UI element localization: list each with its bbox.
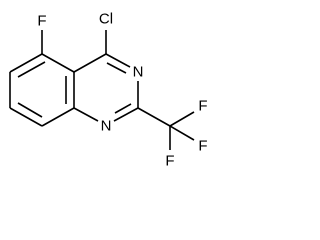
bond-c8-c8a [41, 107, 75, 127]
bond-c2-cf3 [137, 107, 171, 127]
bond-c2-n1-inner [114, 103, 132, 114]
bond-group [9, 30, 195, 150]
bond-c7-c8-inner [17, 102, 43, 118]
quinazoline-structure: F Cl N N F F F [9, 11, 208, 170]
atom-f-c: F [165, 153, 174, 170]
atom-f-a: F [198, 98, 207, 115]
atom-f-b: F [198, 138, 207, 155]
bond-c4a-c5 [41, 53, 75, 73]
bond-c2-n1 [113, 107, 139, 122]
atom-f-ring: F [37, 13, 46, 30]
bond-c5-c6 [9, 53, 43, 73]
bond-c7-c8 [9, 107, 43, 127]
atom-n1: N [101, 118, 112, 135]
bond-c4a-c4 [73, 53, 107, 73]
bond-cf3-fb [169, 125, 195, 141]
bond-n1-c8a [73, 107, 99, 122]
bond-c6-c6-inner [17, 61, 46, 78]
bond-c4-n3-inner [106, 62, 127, 74]
bond-c4-n3 [105, 53, 131, 68]
atom-cl: Cl [99, 11, 113, 28]
bond-cf3-fa [169, 111, 195, 127]
atom-n3: N [133, 64, 144, 81]
